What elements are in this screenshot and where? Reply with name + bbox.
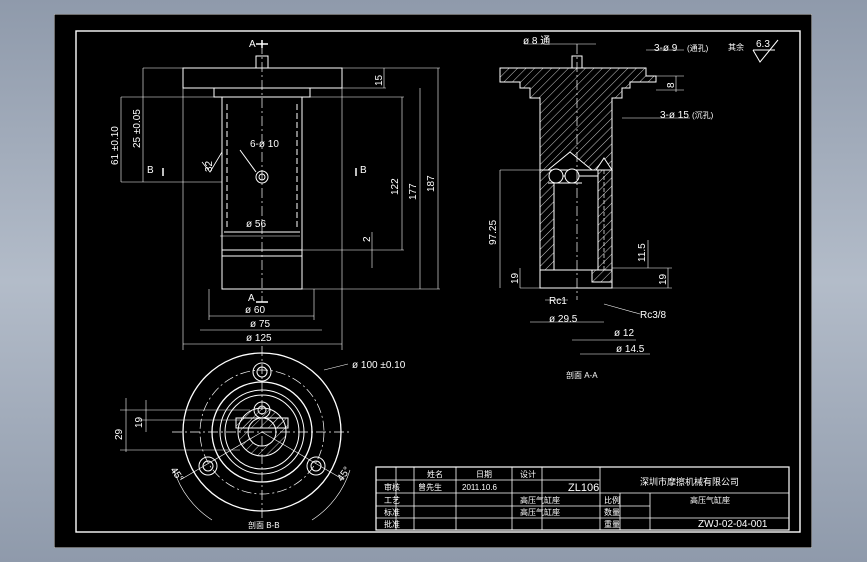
title-material: ZL106	[568, 482, 599, 494]
title-part-name-2: 高压气缸座	[520, 507, 560, 517]
roughness-value: 6.3	[756, 39, 770, 50]
bottom-view-title: 剖面 B-B	[248, 520, 280, 530]
front-flange	[182, 67, 343, 89]
bottom-angle-left: 45°	[168, 465, 186, 484]
title-row-label-2: 工艺	[384, 496, 400, 505]
bottom-dim-29: 29	[114, 428, 125, 440]
section-dim-right-mid: 3-ø 15	[660, 110, 689, 121]
section-left-wall	[539, 169, 555, 271]
front-b-mark-left: B	[147, 165, 154, 176]
front-section-mark-top: A	[249, 39, 256, 50]
section-dim-19-right: 19	[658, 273, 669, 285]
sheet-outer-border	[54, 14, 812, 548]
title-company: 深圳市摩擦机械有限公司	[640, 476, 739, 487]
title-row-label-1: 审核	[384, 482, 400, 492]
bottom-dim-pcd: ø 100 ±0.10	[352, 360, 406, 371]
section-label-rc3-8: Rc3/8	[640, 310, 667, 321]
section-label-dia-14-5: ø 14.5	[616, 344, 645, 355]
title-part-name-1: 高压气缸座	[520, 495, 560, 505]
front-b-mark-right: B	[360, 165, 367, 176]
section-label-dia-12: ø 12	[614, 328, 634, 339]
front-view[interactable]	[120, 40, 440, 350]
front-section-mark-bottom: A	[248, 293, 255, 304]
title-mid-label-1: 数量	[604, 507, 620, 517]
dim-dia-125: ø 125	[246, 333, 272, 344]
dim-2: 2	[362, 236, 373, 242]
section-dim-top: ø 8 通	[523, 35, 550, 47]
title-designer: 曾先生	[418, 482, 442, 492]
section-right-wall	[597, 169, 613, 271]
section-dim-right-top-note: (通孔)	[687, 43, 709, 53]
title-drawing-no: ZWJ-02-04-001	[698, 519, 768, 530]
section-dim-right-mid-note: (沉孔)	[692, 111, 714, 120]
title-row-label-0: 设计	[520, 469, 536, 479]
dim-dia-60: ø 60	[245, 305, 265, 316]
front-bore-label: ø 56	[246, 219, 266, 230]
front-hole-label: 6-ø 10	[250, 139, 279, 150]
cad-drawing-canvas[interactable]: 6.3 其余	[54, 14, 812, 548]
section-view-a-a[interactable]	[499, 43, 690, 355]
section-dim-11-5: 11.5	[637, 243, 648, 262]
section-dim-right-top: 3-ø 9	[654, 43, 678, 54]
dim-dia-75: ø 75	[250, 319, 270, 330]
dim-187: 187	[426, 175, 437, 192]
section-label-rc1: Rc1	[549, 296, 567, 307]
drawing-frame	[75, 30, 801, 533]
dim-15: 15	[374, 74, 385, 86]
front-hole	[255, 170, 269, 184]
title-header-a: 姓名	[427, 469, 443, 479]
roughness-symbol	[752, 39, 779, 63]
section-view-title: 剖面 A-A	[566, 370, 598, 380]
title-date: 2011.10.6	[462, 483, 498, 492]
title-row-label-3: 标准	[384, 507, 400, 517]
drawing-sheet[interactable]: 6.3 其余	[54, 14, 812, 548]
dim-25: 25 ±0.05	[132, 109, 143, 148]
bottom-view-b-b[interactable]	[120, 346, 352, 521]
dim-61: 61 ±0.10	[110, 126, 121, 165]
front-body	[221, 96, 303, 290]
dim-122: 122	[390, 178, 401, 195]
title-header-b: 日期	[476, 470, 492, 479]
section-dim-8: 8	[666, 82, 677, 88]
title-mid-label-2: 重量	[604, 519, 620, 529]
title-part-name-main: 高压气缸座	[690, 495, 730, 505]
bottom-dim-19: 19	[134, 416, 145, 428]
bolt-hole-left	[198, 456, 218, 476]
dim-32: 32	[204, 160, 215, 172]
title-row-label-4: 批准	[384, 519, 400, 529]
title-mid-label-0: 比例	[604, 495, 620, 505]
title-block[interactable]	[375, 466, 790, 531]
dim-177: 177	[408, 183, 419, 200]
bolt-hole-right	[306, 456, 326, 476]
roughness-note: 其余	[728, 42, 744, 52]
bottom-angle-right: 45°	[335, 465, 353, 484]
section-flange	[499, 67, 657, 171]
bolt-hole-top	[252, 362, 272, 382]
section-dim-97-25: 97.25	[488, 220, 499, 245]
section-label-dia-29-5: ø 29.5	[549, 314, 578, 325]
section-dim-19-left: 19	[510, 272, 521, 284]
